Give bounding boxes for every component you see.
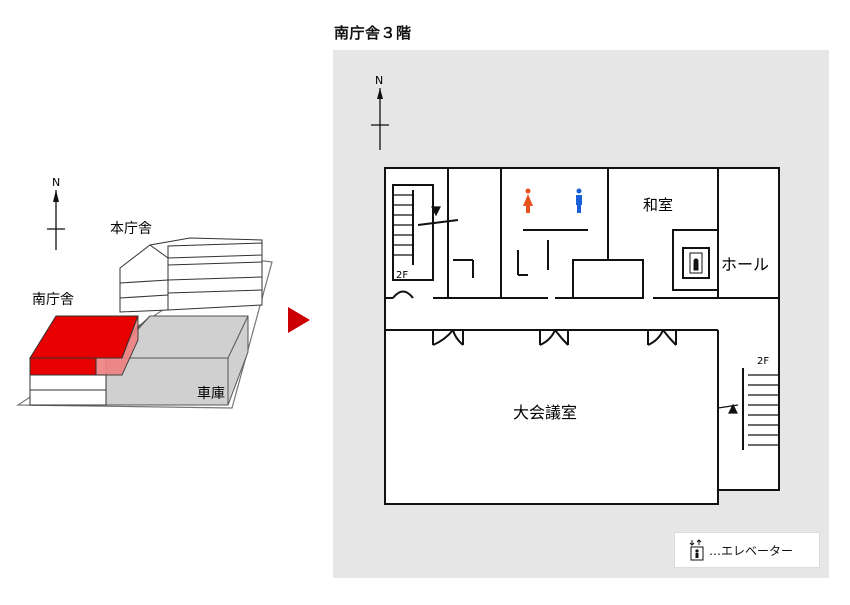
floor-plan-title: 南庁舎３階 bbox=[334, 24, 412, 42]
overview-north-label: N bbox=[52, 176, 60, 189]
womens-toilet-icon bbox=[523, 188, 533, 213]
left-stairs bbox=[393, 194, 441, 256]
right-stairs-floor-label: 2F bbox=[757, 356, 769, 367]
mens-toilet-icon bbox=[576, 188, 582, 213]
south-building-label: 南庁舎 bbox=[32, 292, 74, 308]
plan-north-marker: N bbox=[371, 74, 389, 150]
plan-north-label: N bbox=[375, 74, 383, 87]
legend-elevator-label: …エレベーター bbox=[709, 543, 794, 558]
building-outline bbox=[384, 167, 780, 505]
room-meeting-label: 大会議室 bbox=[513, 403, 577, 422]
south-building-block bbox=[29, 315, 139, 406]
room-washitsu-label: 和室 bbox=[643, 196, 673, 214]
elevator-icon bbox=[689, 252, 703, 274]
left-stairs-floor-label: 2F bbox=[396, 270, 408, 281]
main-building-block bbox=[119, 237, 263, 313]
legend: …エレベーター bbox=[674, 532, 820, 568]
main-building-label: 本庁舎 bbox=[110, 221, 152, 237]
south-building-3f-highlight bbox=[29, 357, 97, 376]
building-overview: N 本庁舎 南庁舎 車庫 bbox=[16, 176, 273, 409]
garage-label: 車庫 bbox=[197, 385, 225, 402]
room-hall-label: ホール bbox=[721, 255, 769, 274]
navigation-arrow-icon bbox=[288, 307, 310, 333]
right-stairs bbox=[717, 374, 779, 446]
overview-north-marker: N bbox=[47, 176, 65, 250]
legend-elevator-icon bbox=[689, 539, 704, 561]
floor-plan: N bbox=[371, 74, 780, 505]
